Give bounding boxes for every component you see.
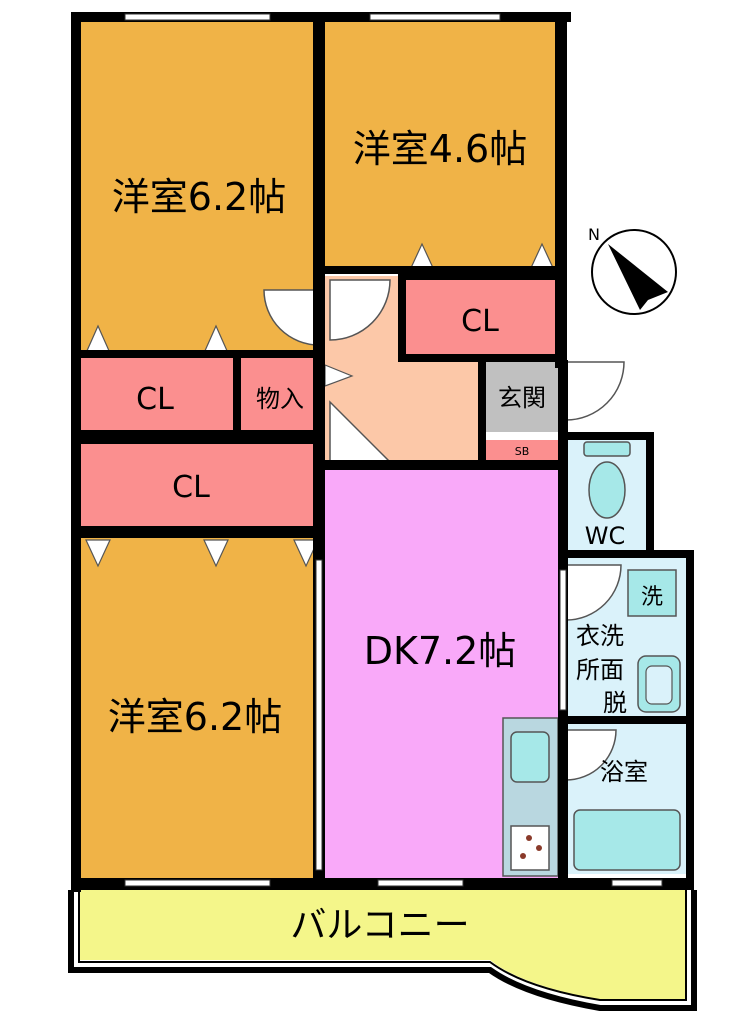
- compass: N: [588, 225, 677, 315]
- room-balcony[interactable]: [79, 890, 686, 1000]
- label-closet-ne: CL: [461, 304, 499, 339]
- toilet-bowl-icon: [588, 461, 626, 519]
- label-washroom-2: 所面: [576, 656, 624, 684]
- label-washroom-1: 衣洗: [576, 622, 624, 650]
- room-bedroom-sw[interactable]: [79, 538, 319, 878]
- label-washroom-3: 脱: [603, 689, 627, 717]
- north-arrow-icon: [608, 244, 668, 310]
- room-closet-w1[interactable]: [79, 358, 235, 430]
- sliding-door-marks: [85, 242, 555, 568]
- washer-icon: [627, 569, 677, 617]
- stove-icon: [510, 825, 550, 871]
- room-closet-ne[interactable]: [405, 280, 560, 358]
- kitchen-sink-icon: [510, 731, 550, 783]
- label-dining-kitchen: DK7.2帖: [364, 629, 517, 673]
- label-storage: 物入: [256, 385, 304, 413]
- label-closet-w1: CL: [136, 382, 174, 417]
- windows: [124, 13, 663, 887]
- label-bedroom-sw: 洋室6.2帖: [108, 695, 282, 739]
- label-bedroom-ne: 洋室4.6帖: [353, 127, 527, 171]
- room-storage[interactable]: [241, 358, 319, 430]
- label-balcony: バルコニー: [290, 905, 469, 946]
- compass-label: N: [588, 225, 600, 244]
- toilet-tank-icon: [583, 441, 631, 457]
- bathtub-icon: [573, 809, 681, 871]
- room-entrance[interactable]: [486, 362, 560, 432]
- shoe-box[interactable]: [486, 440, 560, 460]
- label-bedroom-nw: 洋室6.2帖: [112, 175, 286, 219]
- room-bedroom-ne[interactable]: [325, 20, 560, 270]
- label-closet-w2: CL: [172, 470, 210, 505]
- label-washer: 洗: [641, 585, 663, 610]
- label-entrance: 玄関: [498, 384, 546, 412]
- label-bath: 浴室: [600, 758, 648, 786]
- room-closet-w2[interactable]: [79, 444, 319, 528]
- balcony-rail: [68, 890, 697, 1011]
- label-toilet: WC: [585, 522, 626, 550]
- label-shoe-box: SB: [515, 445, 530, 458]
